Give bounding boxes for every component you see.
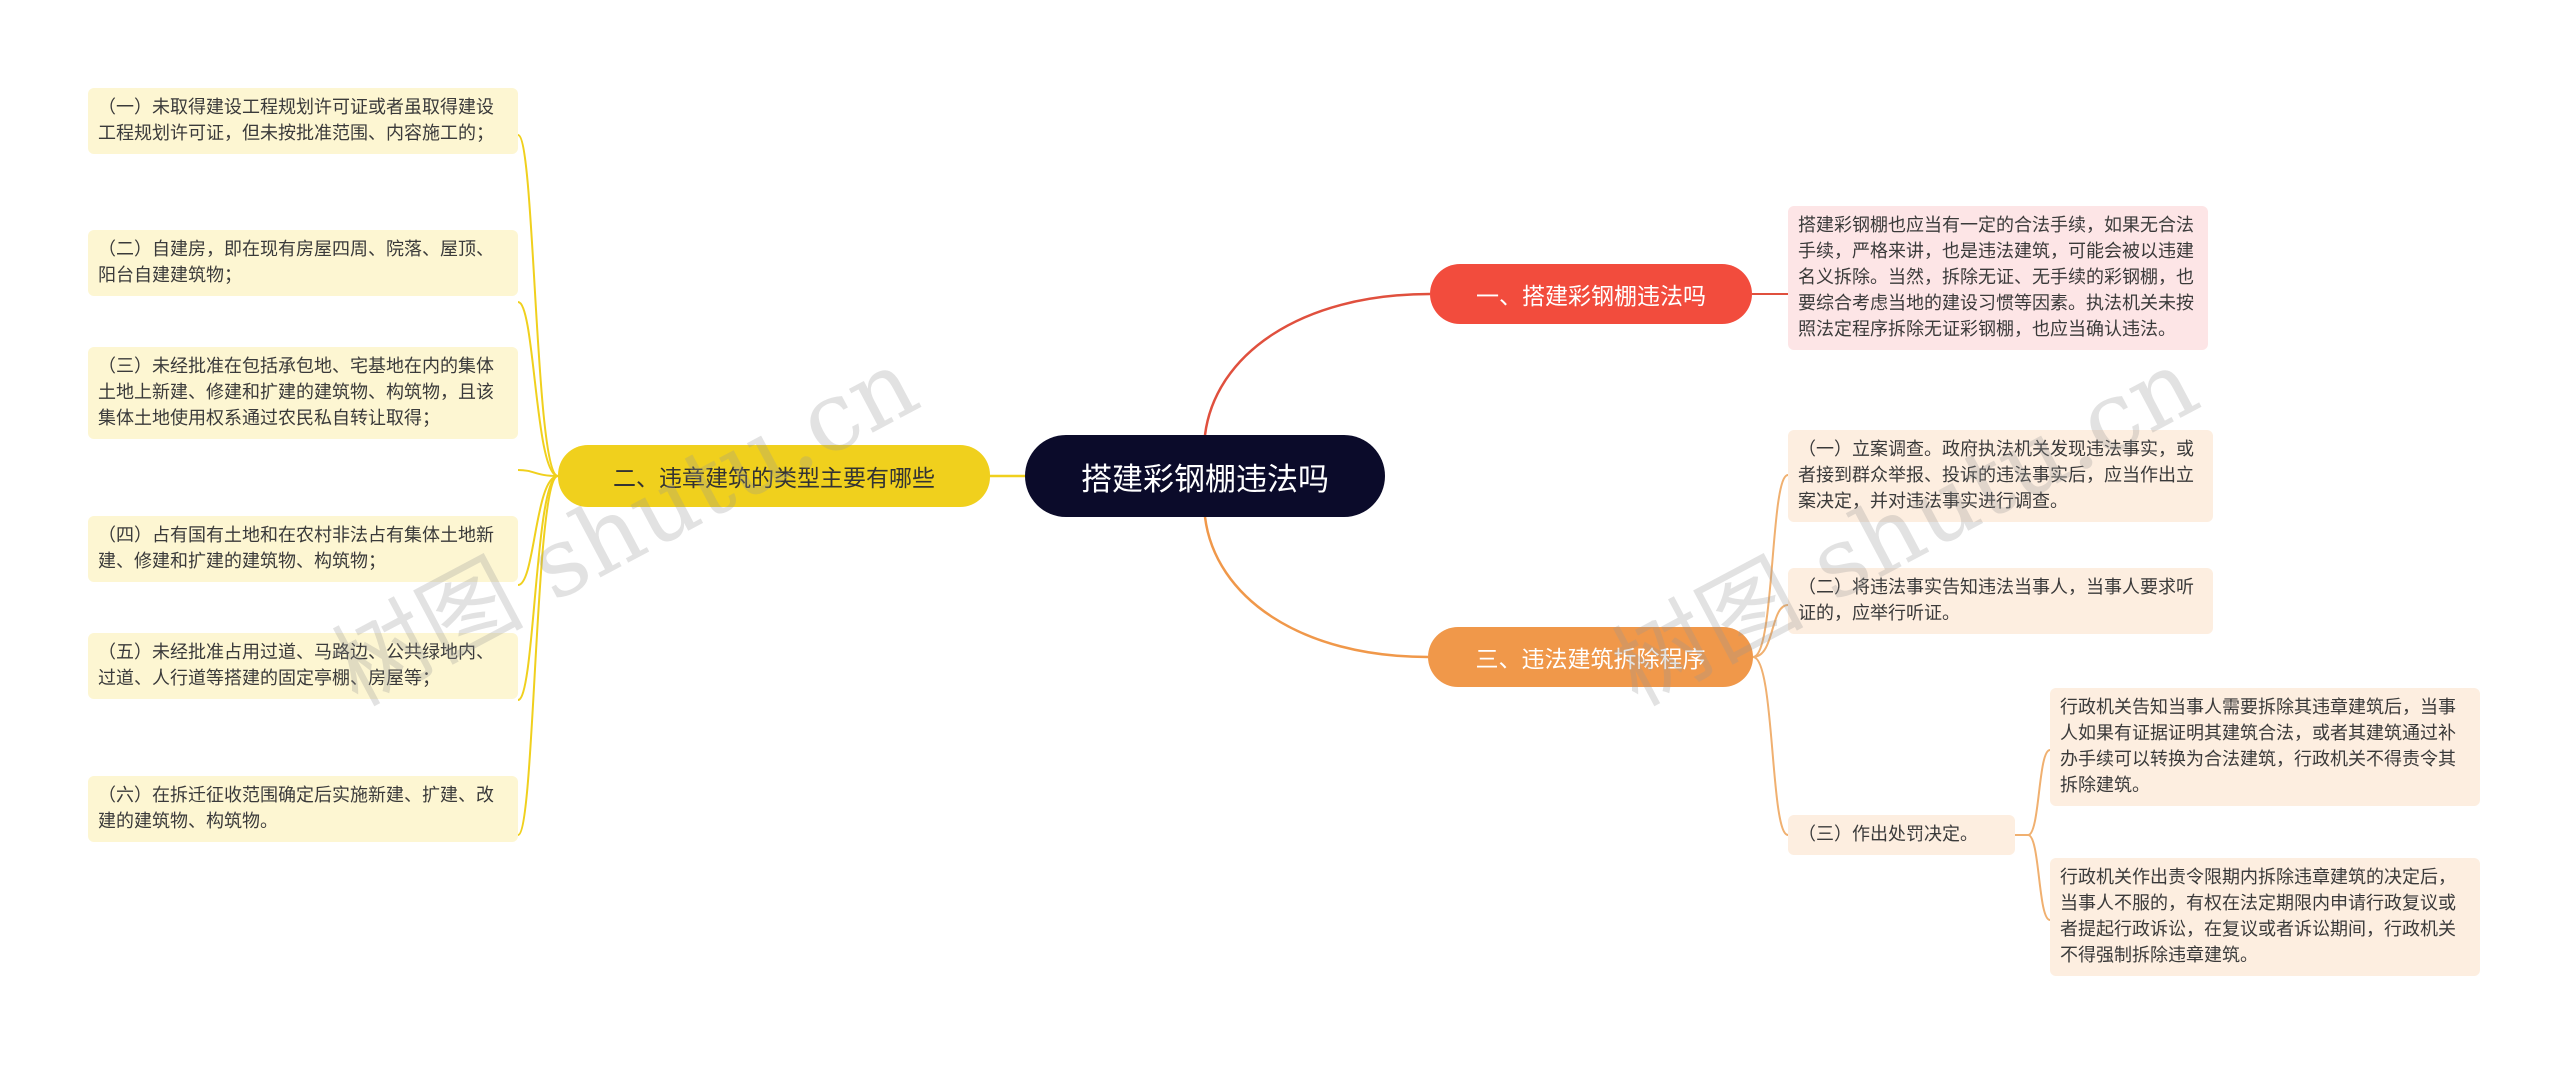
- b3-leaf-2[interactable]: （二）将违法事实告知违法当事人，当事人要求听证的，应举行听证。: [1788, 568, 2213, 634]
- links-b2: [517, 134, 559, 836]
- links-b3: [1752, 474, 1789, 836]
- b3-leaf-3[interactable]: （三）作出处罚决定。: [1788, 815, 2015, 855]
- links-b3-sub: [2015, 749, 2051, 921]
- b3-sub-1[interactable]: 行政机关告知当事人需要拆除其违章建筑后，当事人如果有证据证明其建筑合法，或者其建…: [2050, 688, 2480, 806]
- link-root-b1: [1203, 292, 1431, 436]
- b2-leaf-3[interactable]: （三）未经批准在包括承包地、宅基地在内的集体土地上新建、修建和扩建的建筑物、构筑…: [88, 347, 518, 439]
- link-root-b3: [1203, 516, 1429, 659]
- b2-leaf-1[interactable]: （一）未取得建设工程规划许可证或者虽取得建设工程规划许可证，但未按批准范围、内容…: [88, 88, 518, 154]
- root-node[interactable]: 搭建彩钢棚违法吗: [1025, 435, 1385, 517]
- b2-leaf-2[interactable]: （二）自建房，即在现有房屋四周、院落、屋顶、阳台自建建筑物；: [88, 230, 518, 296]
- b2-leaf-5[interactable]: （五）未经批准占用过道、马路边、公共绿地内、过道、人行道等搭建的固定亭棚、房屋等…: [88, 633, 518, 699]
- b3-sub-2[interactable]: 行政机关作出责令限期内拆除违章建筑的决定后，当事人不服的，有权在法定期限内申请行…: [2050, 858, 2480, 976]
- b2-leaf-4[interactable]: （四）占有国有土地和在农村非法占有集体土地新建、修建和扩建的建筑物、构筑物；: [88, 516, 518, 582]
- b3-leaf-1[interactable]: （一）立案调查。政府执法机关发现违法事实，或者接到群众举报、投诉的违法事实后，应…: [1788, 430, 2213, 522]
- branch-3[interactable]: 三、违法建筑拆除程序: [1428, 627, 1753, 687]
- b1-leaf[interactable]: 搭建彩钢棚也应当有一定的合法手续，如果无合法手续，严格来讲，也是违法建筑，可能会…: [1788, 206, 2208, 350]
- branch-1[interactable]: 一、搭建彩钢棚违法吗: [1430, 264, 1752, 324]
- b2-leaf-6[interactable]: （六）在拆迁征收范围确定后实施新建、扩建、改建的建筑物、构筑物。: [88, 776, 518, 842]
- branch-2[interactable]: 二、违章建筑的类型主要有哪些: [558, 445, 990, 507]
